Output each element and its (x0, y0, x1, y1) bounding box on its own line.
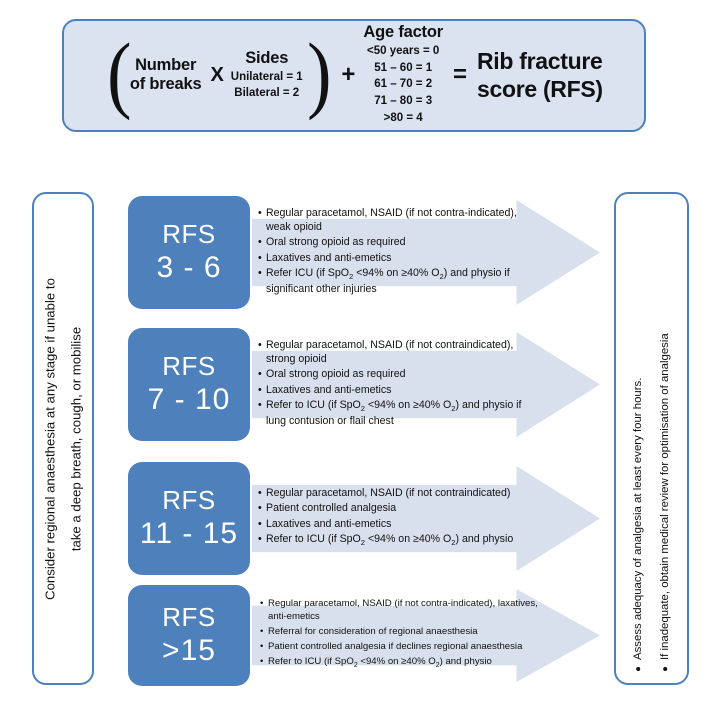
close-paren: ) (306, 24, 332, 121)
rfs-badge[interactable]: RFS >15 (128, 585, 250, 686)
rfs-row: RFS >15 Regular paracetamol, NSAID (if n… (0, 585, 712, 686)
age-factor-row: 71 – 80 = 3 (374, 95, 433, 108)
result-line1: Rib fracture (476, 48, 603, 75)
rfs-treatment-list: Regular paracetamol, NSAID (if not contr… (258, 462, 538, 575)
rfs-badge-label: RFS (162, 218, 216, 249)
number-of-breaks-line2: of breaks (129, 75, 202, 94)
rib-fracture-score-result: Rib fracture score (RFS) (477, 47, 603, 103)
rfs-treatment-list: Regular paracetamol, NSAID (if not contr… (258, 196, 538, 309)
treatment-item: Patient controlled analgesia (258, 502, 538, 516)
sides-unilateral: Unilateral = 1 (230, 70, 303, 83)
rfs-badge-label: RFS (162, 350, 216, 381)
open-paren: ( (107, 24, 132, 121)
rfs-badge-range: 11 - 15 (139, 517, 239, 551)
age-factor-row: 51 – 60 = 1 (374, 61, 433, 74)
treatment-item: Regular paracetamol, NSAID (if not contr… (258, 207, 538, 235)
regional-anaesthesia-note-panel: Consider regional anaesthesia at any sta… (32, 192, 94, 685)
rfs-badge-label: RFS (162, 484, 216, 515)
rfs-treatment-list: Regular paracetamol, NSAID (if not contr… (258, 328, 538, 441)
treatment-item: Regular paracetamol, NSAID (if not contr… (260, 598, 548, 623)
rfs-row: RFS 11 - 15 Regular paracetamol, NSAID (… (0, 462, 712, 575)
number-of-breaks-line1: Number (135, 56, 197, 75)
rfs-badge-range: >15 (162, 634, 216, 668)
treatment-item: Laxatives and anti-emetics (258, 384, 538, 398)
treatment-item: Referral for consideration of regional a… (260, 626, 548, 639)
age-factor-row: <50 years = 0 (367, 45, 440, 58)
treatment-item: Patient controlled analgesia if declines… (260, 641, 548, 654)
equals-operator: = (452, 61, 467, 89)
number-of-breaks-term: Number of breaks (130, 56, 202, 95)
rfs-badge[interactable]: RFS 11 - 15 (128, 462, 250, 575)
sides-bilateral: Bilateral = 2 (234, 87, 300, 100)
rfs-badge-range: 7 - 10 (147, 383, 231, 417)
treatment-item: Oral strong opioid as required (258, 236, 538, 250)
formula-expression: ( Number of breaks X Sides Unilateral = … (105, 23, 603, 127)
treatment-item: Laxatives and anti-emetics (258, 518, 538, 532)
treatment-item: Refer to ICU (if SpO2 <94% on ≥40% O2) a… (260, 656, 548, 671)
rfs-badge-label: RFS (162, 601, 216, 632)
treatment-item: Laxatives and anti-emetics (258, 252, 538, 266)
age-factor-term: Age factor <50 years = 0 51 – 60 = 1 61 … (363, 23, 443, 127)
treatment-item: Refer to ICU (if SpO2 <94% on ≥40% O2) a… (258, 533, 538, 548)
treatment-item: Regular paracetamol, NSAID (if not contr… (258, 487, 538, 501)
result-line2: score (RFS) (476, 76, 603, 103)
sides-heading: Sides (245, 49, 289, 68)
treatment-item: Refer to ICU (if SpO2 <94% on ≥40% O2) a… (258, 399, 538, 428)
age-factor-row: 61 – 70 = 2 (374, 78, 433, 91)
rfs-formula-box: ( Number of breaks X Sides Unilateral = … (62, 19, 646, 132)
rfs-badge[interactable]: RFS 7 - 10 (128, 328, 250, 441)
treatment-item: Oral strong opioid as required (258, 368, 538, 382)
treatment-item: Refer ICU (if SpO2 <94% on ≥40% O2) and … (258, 267, 538, 296)
analgesia-review-note-panel: Assess adequacy of analgesia at least ev… (614, 192, 689, 685)
rfs-row: RFS 7 - 10 Regular paracetamol, NSAID (i… (0, 328, 712, 441)
rfs-row: RFS 3 - 6 Regular paracetamol, NSAID (if… (0, 196, 712, 309)
rfs-treatment-list: Regular paracetamol, NSAID (if not contr… (260, 585, 548, 686)
multiply-operator: X (210, 63, 224, 86)
rfs-badge[interactable]: RFS 3 - 6 (128, 196, 250, 309)
rfs-badge-range: 3 - 6 (156, 251, 222, 285)
age-factor-heading: Age factor (363, 22, 443, 41)
age-factor-row: >80 = 4 (383, 111, 423, 124)
sides-term: Sides Unilateral = 1 Bilateral = 2 (231, 49, 303, 102)
treatment-item: Regular paracetamol, NSAID (if not contr… (258, 339, 538, 367)
plus-operator: + (341, 61, 356, 89)
